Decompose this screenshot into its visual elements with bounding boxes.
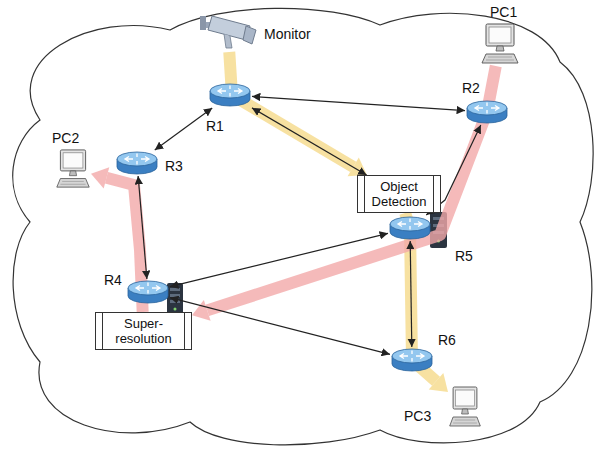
flow-arrow-head xyxy=(429,373,448,392)
link-arrow xyxy=(170,298,390,355)
cloud-outline xyxy=(13,8,593,445)
router-icon xyxy=(208,82,252,108)
router-node: R3 xyxy=(115,150,159,176)
flow-arrow-head xyxy=(192,300,211,321)
router-node: R4 xyxy=(126,279,170,305)
node-label: R3 xyxy=(165,158,183,174)
box-side-bar xyxy=(433,176,434,212)
link-arrow xyxy=(170,233,388,286)
flow-arrow-head xyxy=(91,167,109,188)
pc-icon xyxy=(448,385,482,429)
node-label: R5 xyxy=(455,248,473,264)
router-node: R1 xyxy=(208,82,252,108)
box-side-bar xyxy=(184,313,185,349)
box-text: Super-resolution xyxy=(107,316,180,346)
pc-node: PC1 xyxy=(480,22,520,66)
box-side-bar xyxy=(102,313,103,349)
flow-arrow-body xyxy=(207,66,496,310)
pc-node: PC2 xyxy=(55,148,91,190)
router-icon xyxy=(465,99,509,125)
node-label: R1 xyxy=(206,118,224,134)
pc-icon xyxy=(480,22,520,66)
node-label: R6 xyxy=(438,332,456,348)
link-arrow xyxy=(252,96,465,110)
link-arrow xyxy=(252,108,367,175)
router-icon xyxy=(390,347,434,373)
router-node: R5 xyxy=(388,215,432,241)
link-arrow xyxy=(138,176,147,279)
router-icon xyxy=(126,279,170,305)
box-side-bar xyxy=(364,176,365,212)
link-arrow xyxy=(410,241,412,347)
node-label: PC2 xyxy=(52,130,79,146)
node-label: PC1 xyxy=(490,4,517,20)
node-label: R2 xyxy=(462,80,480,96)
camera-node: Monitor xyxy=(198,12,258,52)
node-label: Monitor xyxy=(264,26,311,42)
router-node: R2 xyxy=(465,99,509,125)
link-arrow xyxy=(155,108,212,150)
pc-node: PC3 xyxy=(448,385,482,429)
camera-icon xyxy=(198,12,258,52)
box-text: Object Detection xyxy=(369,179,429,209)
node-label: R4 xyxy=(104,272,122,288)
process-box: Super-resolution xyxy=(95,312,192,350)
router-icon xyxy=(388,215,432,241)
process-box: Object Detection xyxy=(357,175,441,213)
flow-arrow xyxy=(192,66,496,321)
router-icon xyxy=(115,150,159,176)
pc-icon xyxy=(55,148,91,190)
flow-layer xyxy=(91,52,496,392)
flow-arrow-body xyxy=(229,52,353,167)
flow-arrow xyxy=(229,52,367,176)
node-label: PC3 xyxy=(404,408,431,424)
router-node: R6 xyxy=(390,347,434,373)
